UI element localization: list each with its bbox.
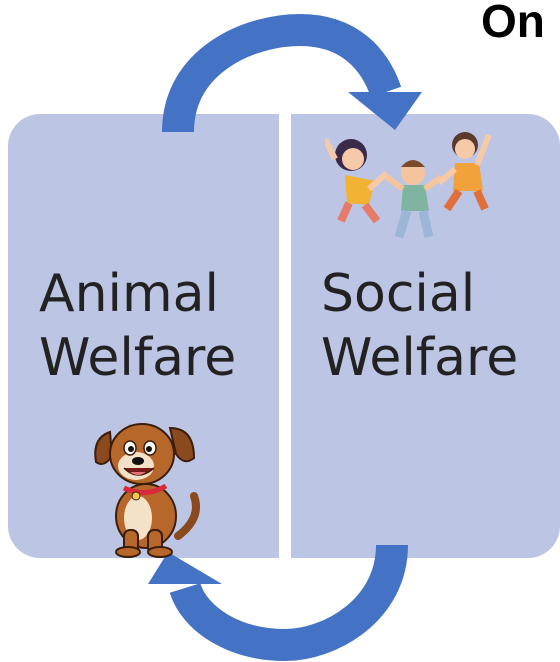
social-welfare-line2: Welfare	[321, 328, 519, 388]
animal-welfare-line2: Welfare	[39, 328, 237, 388]
animal-welfare-label: Animal Welfare	[39, 262, 236, 390]
social-welfare-line1: Social	[321, 264, 476, 324]
animal-welfare-line1: Animal	[39, 264, 219, 324]
social-welfare-label: Social Welfare	[321, 262, 518, 390]
animal-welfare-panel: Animal Welfare	[8, 114, 279, 558]
children-illustration-icon	[325, 132, 492, 239]
dog-illustration-icon	[94, 423, 200, 558]
diagram-title: On	[481, 0, 545, 47]
